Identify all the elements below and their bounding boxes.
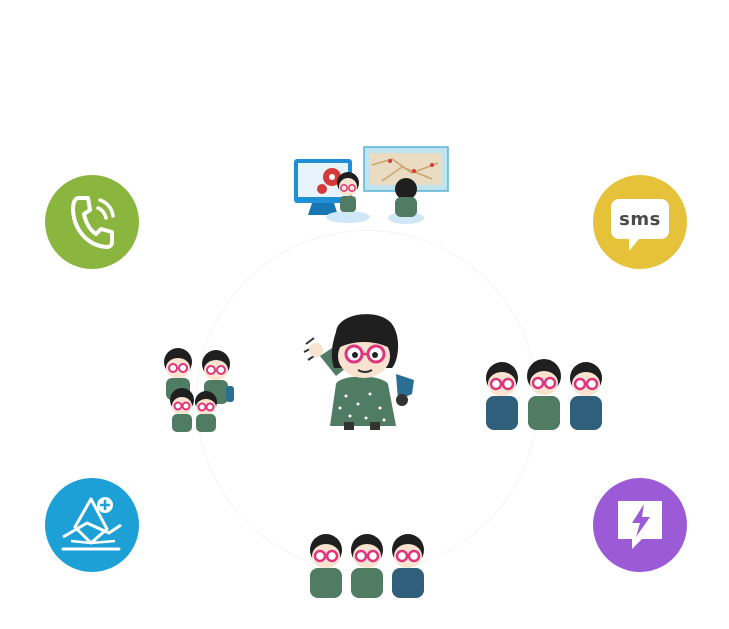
sms-button[interactable]: sms xyxy=(593,175,687,269)
flash-bubble-icon xyxy=(618,501,662,549)
sms-label: sms xyxy=(619,208,661,230)
right-group-mascots xyxy=(486,359,602,430)
phone-icon xyxy=(71,196,115,249)
map-pin-icon xyxy=(61,497,122,551)
flash-button[interactable] xyxy=(593,478,687,572)
sms-bubble-icon: sms xyxy=(611,199,669,251)
left-group-mascots xyxy=(164,348,234,432)
phone-button[interactable] xyxy=(45,175,139,269)
bottom-group-mascots xyxy=(310,534,424,598)
map-button[interactable] xyxy=(45,478,139,572)
center-mascot xyxy=(303,314,414,430)
dispatcher-illustration xyxy=(294,146,449,224)
